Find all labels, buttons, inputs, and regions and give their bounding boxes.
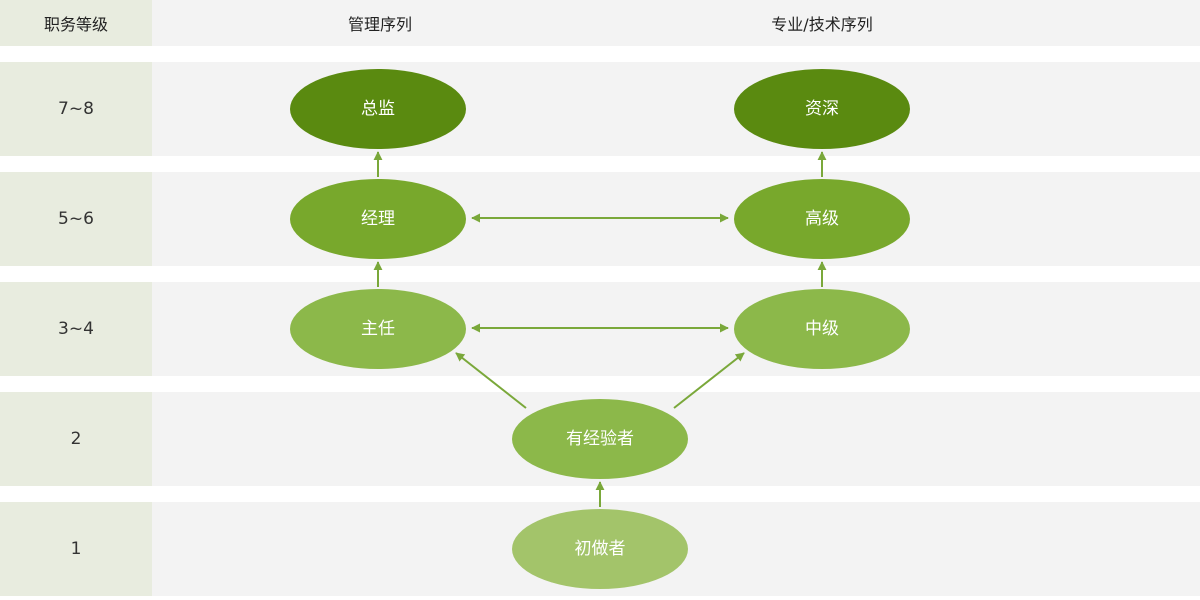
management-track-header: 管理序列: [347, 15, 412, 34]
node-intermediate: 中级: [734, 289, 910, 369]
node-manager: 经理: [290, 179, 466, 259]
node-beginner-label: 初做者: [575, 539, 626, 559]
header-row-background: [152, 0, 1200, 46]
node-director: 总监: [290, 69, 466, 149]
level-label-1: 1: [0, 502, 152, 596]
node-supervisor-label: 主任: [361, 319, 395, 339]
level-label-5-6: 5~6: [0, 172, 152, 266]
node-beginner: 初做者: [512, 509, 688, 589]
node-director-shape: [290, 69, 466, 149]
arrow-experienced-to-supervisor: [455, 352, 527, 409]
level-label-2: 2: [0, 392, 152, 486]
node-senior: 资深: [734, 69, 910, 149]
node-experienced: 有经验者: [512, 399, 688, 479]
node-experienced-label: 有经验者: [566, 429, 634, 449]
level-column-header: 职务等级: [0, 0, 152, 46]
node-director-label: 总监: [361, 99, 395, 119]
level-label-3-4: 3~4: [0, 282, 152, 376]
node-senior-level-shape: [734, 179, 910, 259]
professional-track-header: 专业/技术序列: [771, 15, 873, 34]
level-label-7-8: 7~8: [0, 62, 152, 156]
node-supervisor-shape: [290, 289, 466, 369]
node-senior-level-label: 高级: [805, 209, 839, 229]
node-intermediate-shape: [734, 289, 910, 369]
node-intermediate-label: 中级: [805, 319, 839, 339]
node-senior-level: 高级: [734, 179, 910, 259]
header-row: 职务等级: [0, 0, 1200, 46]
node-senior-shape: [734, 69, 910, 149]
node-experienced-shape: [512, 399, 688, 479]
node-senior-label: 资深: [805, 99, 839, 119]
node-manager-label: 经理: [361, 209, 395, 229]
arrow-experienced-to-intermediate: [673, 352, 745, 409]
node-supervisor: 主任: [290, 289, 466, 369]
node-manager-shape: [290, 179, 466, 259]
node-beginner-shape: [512, 509, 688, 589]
